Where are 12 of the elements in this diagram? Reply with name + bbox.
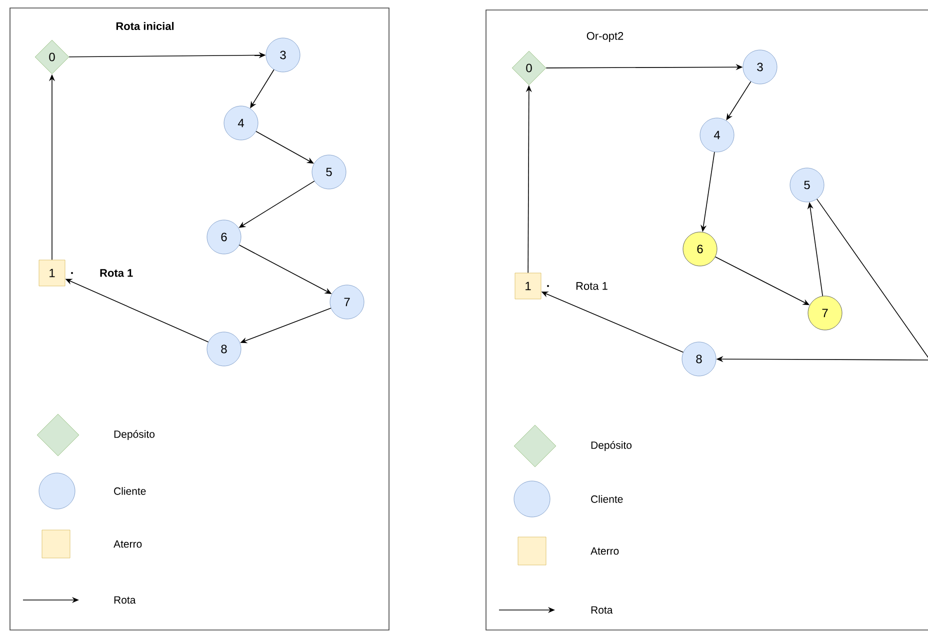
- route-label: Rota 1: [100, 269, 133, 277]
- legend-label: Aterro: [590, 547, 619, 555]
- landfill-square: 1: [38, 260, 66, 286]
- legend-label: Depósito: [114, 430, 155, 440]
- legend-label: Rota: [114, 596, 136, 604]
- legend-label: Depósito: [591, 441, 632, 451]
- legend-label: Rota: [591, 606, 613, 614]
- landfill-square: 1: [514, 272, 542, 300]
- legend-label: Aterro: [114, 540, 142, 548]
- legend-label: Cliente: [591, 495, 623, 503]
- route-label: Rota 1: [576, 282, 608, 290]
- legend-label: Cliente: [114, 487, 146, 495]
